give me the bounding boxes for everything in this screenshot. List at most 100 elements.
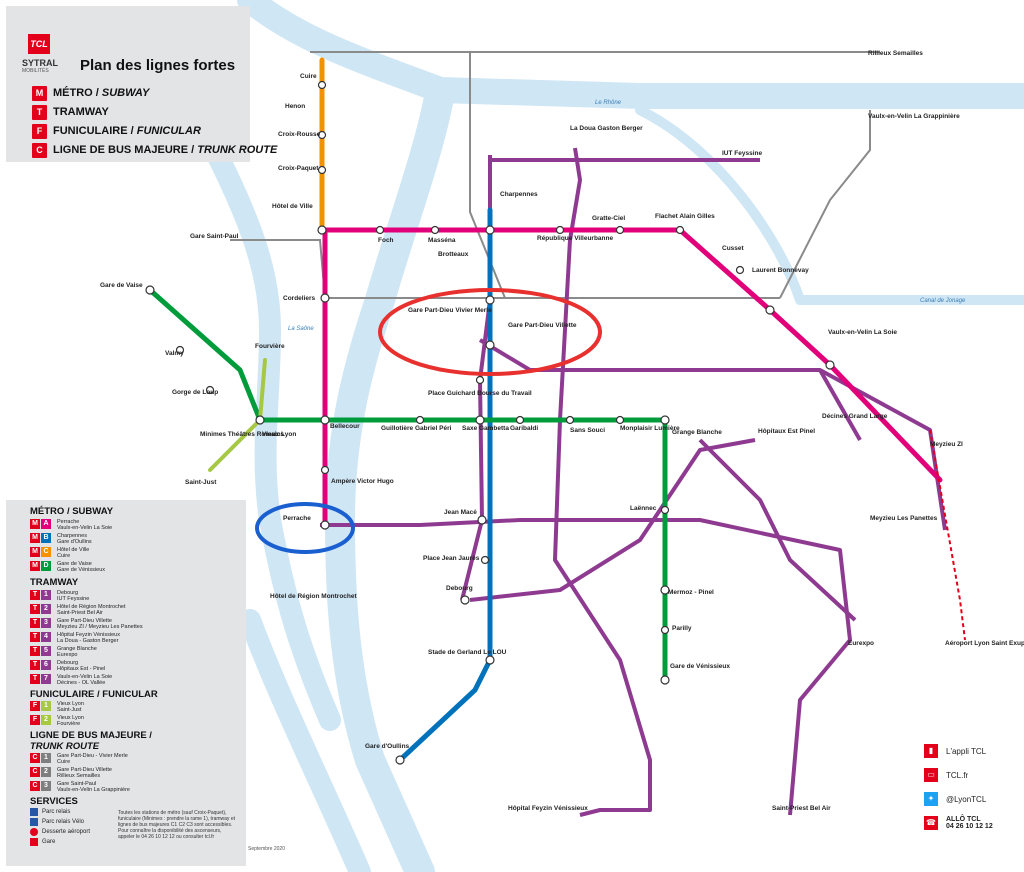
station-label: Garibaldi (510, 425, 538, 432)
station-label: Meyzieu Les Panettes (870, 515, 938, 522)
tcl-twitter-link[interactable]: ✦@LyonTCL (924, 792, 986, 806)
station-label: Décines Grand Large (822, 413, 888, 420)
station-dot (320, 415, 330, 425)
station-dot (555, 225, 565, 235)
station-dot (460, 595, 470, 605)
station-label: Saint-Priest Bel Air (772, 805, 831, 812)
mode-bus-label-en: TRUNK ROUTE (197, 144, 278, 156)
station-label: Croix-Rousse (278, 131, 321, 138)
legend-bus-title: LIGNE DE BUS MAJEURE / (30, 730, 152, 741)
station-dot (430, 225, 440, 235)
station-label: Foch (378, 237, 394, 244)
highlight-perrache (255, 502, 355, 554)
sytral-brand: SYTRAL (22, 58, 58, 68)
station-dot (317, 165, 327, 175)
station-label: Mermoz - Pinel (668, 589, 714, 596)
station-label: IUT Feyssine (722, 150, 762, 157)
station-label: Gare Saint-Paul (190, 233, 239, 240)
station-dot (675, 225, 685, 235)
station-dot (825, 360, 835, 370)
station-dot (615, 225, 625, 235)
rhonexpress-icon (30, 828, 38, 836)
station-label: Debourg (446, 585, 473, 592)
station-label: Saxe Gambetta (462, 425, 509, 432)
station-dot (660, 585, 670, 595)
station-label: Sans Souci (570, 427, 605, 434)
station-dot (395, 755, 405, 765)
web-icon: ▭ (924, 768, 938, 782)
station-label: Brotteaux (438, 251, 469, 258)
service-bike-park: Parc relais Vélo (30, 818, 84, 826)
tram-t4 (553, 147, 652, 817)
lower-river (239, 609, 371, 872)
metro-b (397, 207, 493, 763)
station-label: Henon (285, 103, 305, 110)
accessibility-note: Toutes les stations de métro (sauf Croix… (118, 810, 235, 840)
station-label: Flachet Alain Gilles (655, 213, 715, 220)
tram-t6 (469, 438, 756, 602)
tram-t1 (460, 155, 492, 601)
canal-river (635, 105, 1024, 305)
service-train: Gare (30, 838, 55, 846)
station-label: Vaulx-en-Velin La Grappinière (868, 113, 960, 120)
rhone-south-river (325, 77, 455, 872)
station-dot (475, 415, 485, 425)
phone-icon: ☎ (924, 816, 938, 830)
river-label: Canal de Jonage (920, 298, 966, 304)
funicular-badge: F (32, 123, 47, 139)
legend-metro-title: MÉTRO / SUBWAY (30, 506, 114, 517)
station-label: Gratte-Ciel (592, 215, 625, 222)
station-label: Hôpitaux Est Pinel (758, 428, 815, 435)
service-airport: Desserte aéroport (30, 828, 90, 836)
station-label: La Doua Gaston Berger (570, 125, 643, 132)
station-label: Gare Part-Dieu Villette (508, 322, 577, 329)
station-dot (660, 625, 670, 635)
sncf-icon (30, 838, 38, 846)
rhonexpress-line (929, 429, 966, 641)
station-label: Hôtel de Région Montrochet (270, 593, 358, 600)
station-label: Place Guichard Bourse du Travail (428, 390, 532, 397)
mode-tram-label: TRAMWAY (53, 106, 109, 118)
station-dot (205, 385, 215, 395)
tcl-app-link[interactable]: ▮L'appli TCL (924, 744, 986, 758)
station-label: Minimes Théâtres Romains (200, 431, 285, 438)
station-dot (660, 505, 670, 515)
station-label: Ampère Victor Hugo (331, 478, 394, 485)
station-label: Gare Part-Dieu Vivier Merle (408, 307, 492, 314)
station-dot (485, 655, 495, 665)
station-label: Croix-Paquet (278, 165, 319, 172)
station-dot (317, 80, 327, 90)
station-dot (320, 520, 330, 530)
bus-line-c1 (469, 52, 506, 299)
station-dot (320, 465, 330, 475)
mode-metro: M MÉTRO / SUBWAY (32, 85, 149, 101)
station-label: Saint-Just (185, 479, 217, 486)
station-label: Gare de Vaise (100, 282, 143, 289)
station-dot (475, 375, 485, 385)
station-label: Bellecour (330, 423, 360, 430)
station-label: Vaulx-en-Velin La Soie (828, 329, 897, 336)
station-label: Charpennes (500, 191, 538, 198)
legend-funi-title: FUNICULAIRE / FUNICULAR (30, 689, 158, 700)
mode-funicular-label: FUNICULAIRE / (53, 125, 137, 137)
station-dot (615, 415, 625, 425)
station-dot (660, 675, 670, 685)
station-label: Grange Blanche (672, 429, 722, 436)
funicular-f2 (258, 358, 267, 422)
station-label: Fourvière (255, 343, 285, 350)
station-label: Laënnec (630, 505, 657, 512)
station-label: Valmy (165, 350, 184, 357)
station-dot (320, 293, 330, 303)
tcl-web-link[interactable]: ▭TCL.fr (924, 768, 968, 782)
bus-line-c3-east (779, 110, 871, 299)
